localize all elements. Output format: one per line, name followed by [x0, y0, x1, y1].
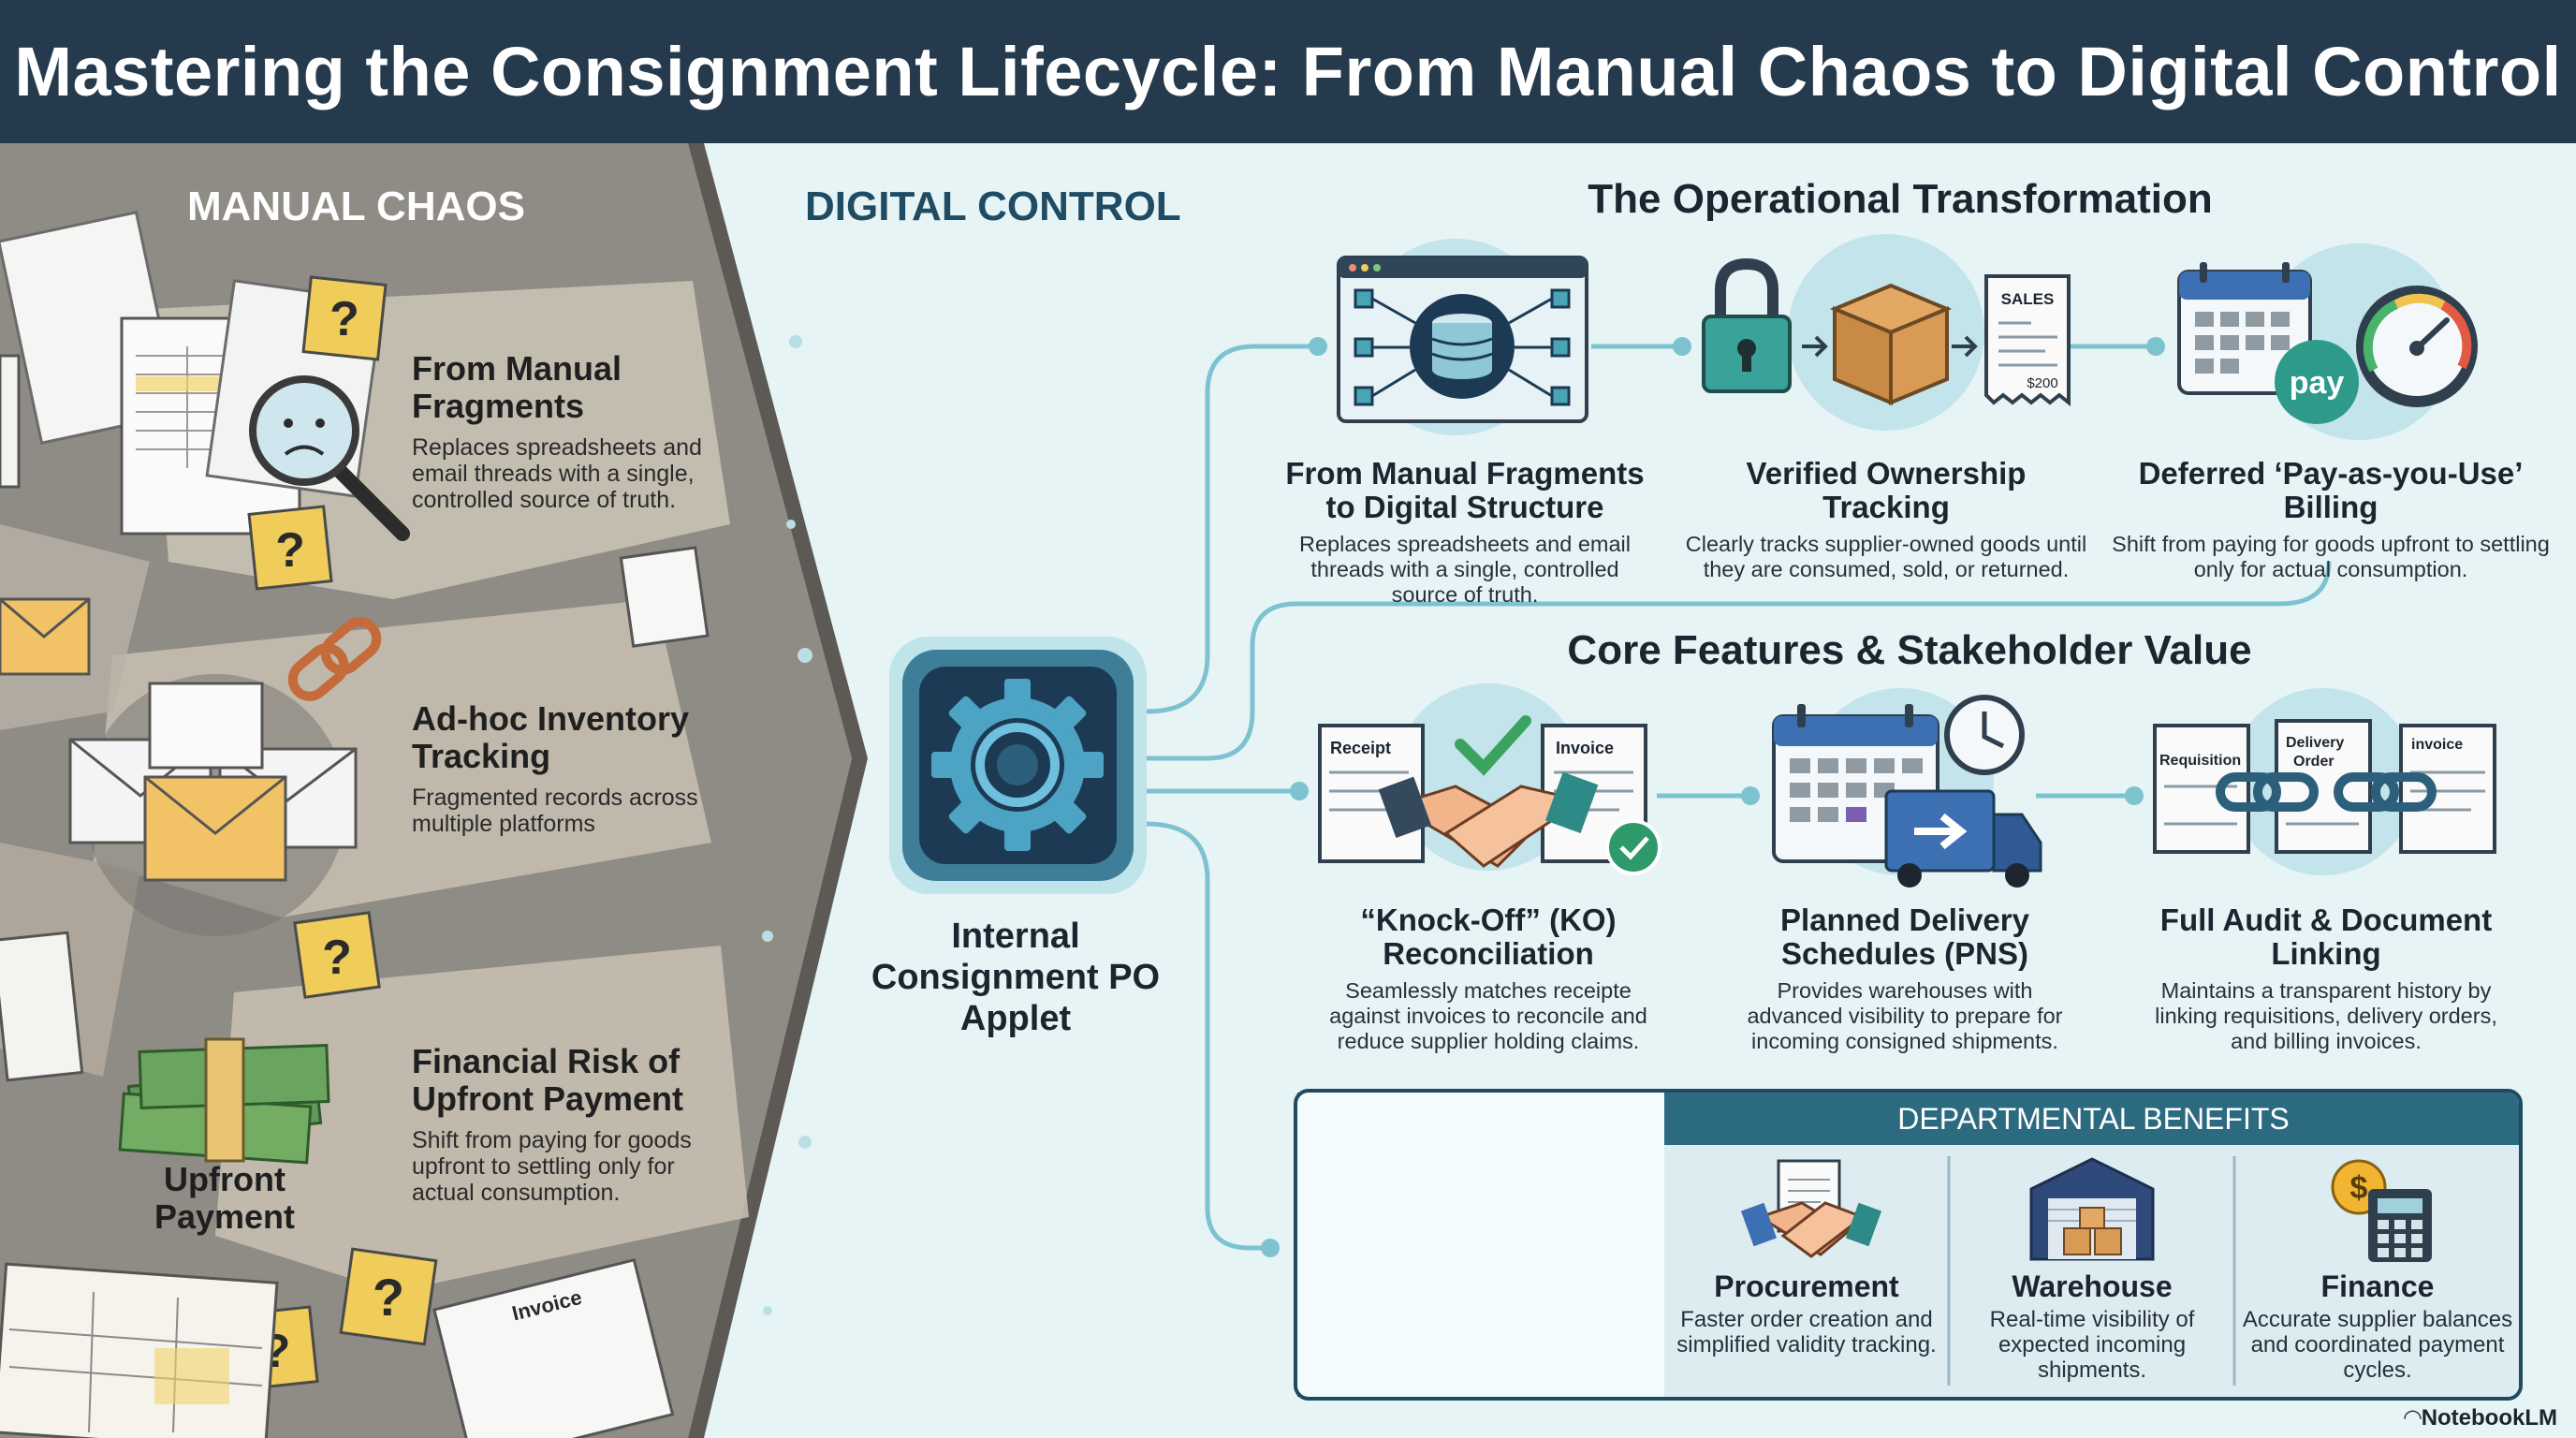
chaos-section-title: MANUAL CHAOS	[187, 183, 525, 229]
chaos-item-heading: Ad-hoc Inventory Tracking	[412, 699, 690, 775]
svg-text:Requisition: Requisition	[2159, 753, 2241, 769]
knock-off-reconciliation-icon: Receipt Invoice	[1318, 683, 1661, 875]
email-envelopes-icon	[0, 597, 358, 936]
ops-card-deferred-billing: Deferred ‘Pay-as-you-Use’ Billing Shift …	[2111, 457, 2551, 582]
chaos-item-text: Fragmented records across multiple platf…	[412, 785, 698, 837]
svg-text:invoice: invoice	[2411, 737, 2463, 753]
core-card-audit-linking: Full Audit & Document Linking Maintains …	[2153, 903, 2499, 1054]
question-note-icon: ? ? ? ? ?	[233, 275, 438, 1391]
svg-text:Receipt: Receipt	[1330, 739, 1391, 757]
benefit-procurement: Procurement Faster order creation and si…	[1666, 1269, 1947, 1357]
benefit-heading: Warehouse	[2012, 1269, 2173, 1303]
manual-chaos-panel: ? ? ? ? ?	[0, 143, 868, 1438]
document-linking-icon: Requisition Delivery Order invoice	[2153, 688, 2496, 875]
card-text: Seamlessly matches receipte against invo…	[1329, 978, 1647, 1053]
ownership-tracking-icon: SALES $200	[1702, 234, 2071, 431]
svg-text:Delivery: Delivery	[2286, 735, 2344, 751]
card-text: Maintains a transparent history by linki…	[2155, 978, 2497, 1053]
benefits-title: DEPARTMENTAL BENEFITS	[1664, 1093, 2519, 1145]
svg-text:Order: Order	[2293, 754, 2334, 770]
chaos-item-heading: From Manual Fragments	[412, 349, 622, 425]
background-dots	[762, 335, 812, 1315]
svg-text:pay: pay	[2290, 365, 2345, 401]
benefit-heading: Procurement	[1714, 1269, 1899, 1303]
ops-section-title: The Operational Transformation	[1588, 176, 2213, 222]
page-title: Mastering the Consignment Lifecycle: Fro…	[14, 33, 2562, 110]
card-heading: “Knock-Off” (KO) Reconciliation	[1360, 902, 1617, 971]
chaos-item-text: Shift from paying for goods upfront to s…	[412, 1127, 692, 1206]
pay-as-you-use-icon: pay	[2177, 243, 2478, 440]
card-heading: From Manual Fragments to Digital Structu…	[1285, 456, 1645, 524]
svg-text:?: ?	[373, 1268, 404, 1327]
chaos-item-text: Replaces spreadsheets and email threads …	[412, 434, 702, 513]
core-card-knock-off: “Knock-Off” (KO) Reconciliation Seamless…	[1320, 903, 1657, 1054]
card-heading: Full Audit & Document Linking	[2159, 902, 2493, 971]
chaos-item-manual-fragments: From Manual Fragments Replaces spreadshe…	[412, 349, 721, 514]
card-text: Replaces spreadsheets and email threads …	[1298, 532, 1631, 607]
scattered-forms-icon: Invoice	[0, 354, 710, 1438]
benefit-text: Real-time visibility of expected incomin…	[1989, 1307, 2195, 1383]
brand-name: NotebookLM	[2421, 1405, 2557, 1431]
svg-text:?: ?	[275, 523, 305, 578]
connector-lines	[1146, 344, 2332, 1251]
broken-chain-icon	[287, 617, 382, 701]
card-heading: Deferred ‘Pay-as-you-Use’ Billing	[2138, 456, 2524, 524]
chaos-item-upfront-risk: Financial Risk of Upfront Payment Shift …	[412, 1042, 721, 1207]
magnifier-sad-icon	[249, 375, 410, 541]
card-text: Provides warehouses with advanced visibi…	[1747, 978, 2063, 1053]
svg-text:?: ?	[322, 931, 352, 985]
consignment-applet-icon	[889, 637, 1147, 894]
card-heading: Verified Ownership Tracking	[1746, 456, 2027, 524]
card-text: Clearly tracks supplier-owned goods unti…	[1685, 532, 2087, 581]
applet-label: Internal Consignment PO Applet	[871, 917, 1161, 1038]
chaos-item-heading: Financial Risk of Upfront Payment	[412, 1042, 684, 1118]
database-structure-icon	[1337, 239, 1588, 435]
card-heading: Planned Delivery Schedules (PNS)	[1780, 902, 2029, 971]
connector-dots	[1261, 337, 2165, 1257]
delivery-schedule-icon	[1772, 688, 2042, 888]
ops-card-digital-structure: From Manual Fragments to Digital Structu…	[1278, 457, 1652, 608]
benefit-text: Accurate supplier balances and coordinat…	[2242, 1307, 2513, 1383]
benefit-heading: Finance	[2320, 1269, 2435, 1303]
upfront-payment-label: Upfront Payment	[154, 1160, 296, 1236]
core-section-title: Core Features & Stakeholder Value	[1567, 627, 2252, 673]
card-text: Shift from paying for goods upfront to s…	[2112, 532, 2550, 581]
chaos-item-adhoc-tracking: Ad-hoc Inventory Tracking Fragmented rec…	[412, 699, 702, 838]
notebooklm-icon: ◠	[2404, 1405, 2422, 1431]
svg-text:Invoice: Invoice	[1556, 739, 1614, 757]
svg-text:SALES: SALES	[2001, 290, 2055, 308]
title-bar: Mastering the Consignment Lifecycle: Fro…	[0, 0, 2576, 143]
benefit-text: Faster order creation and simplified val…	[1676, 1307, 1937, 1357]
money-stack-icon	[118, 1037, 330, 1165]
svg-text:?: ?	[329, 292, 359, 346]
ops-card-ownership-tracking: Verified Ownership Tracking Clearly trac…	[1680, 457, 2092, 582]
digital-section-title: DIGITAL CONTROL	[805, 183, 1181, 229]
svg-text:$200: $200	[2027, 375, 2057, 391]
core-card-delivery-schedule: Planned Delivery Schedules (PNS) Provide…	[1732, 903, 2078, 1054]
brand-logo: ◠ NotebookLM	[2404, 1404, 2557, 1431]
benefit-finance: Finance Accurate supplier balances and c…	[2237, 1269, 2518, 1383]
benefit-warehouse: Warehouse Real-time visibility of expect…	[1952, 1269, 2232, 1383]
